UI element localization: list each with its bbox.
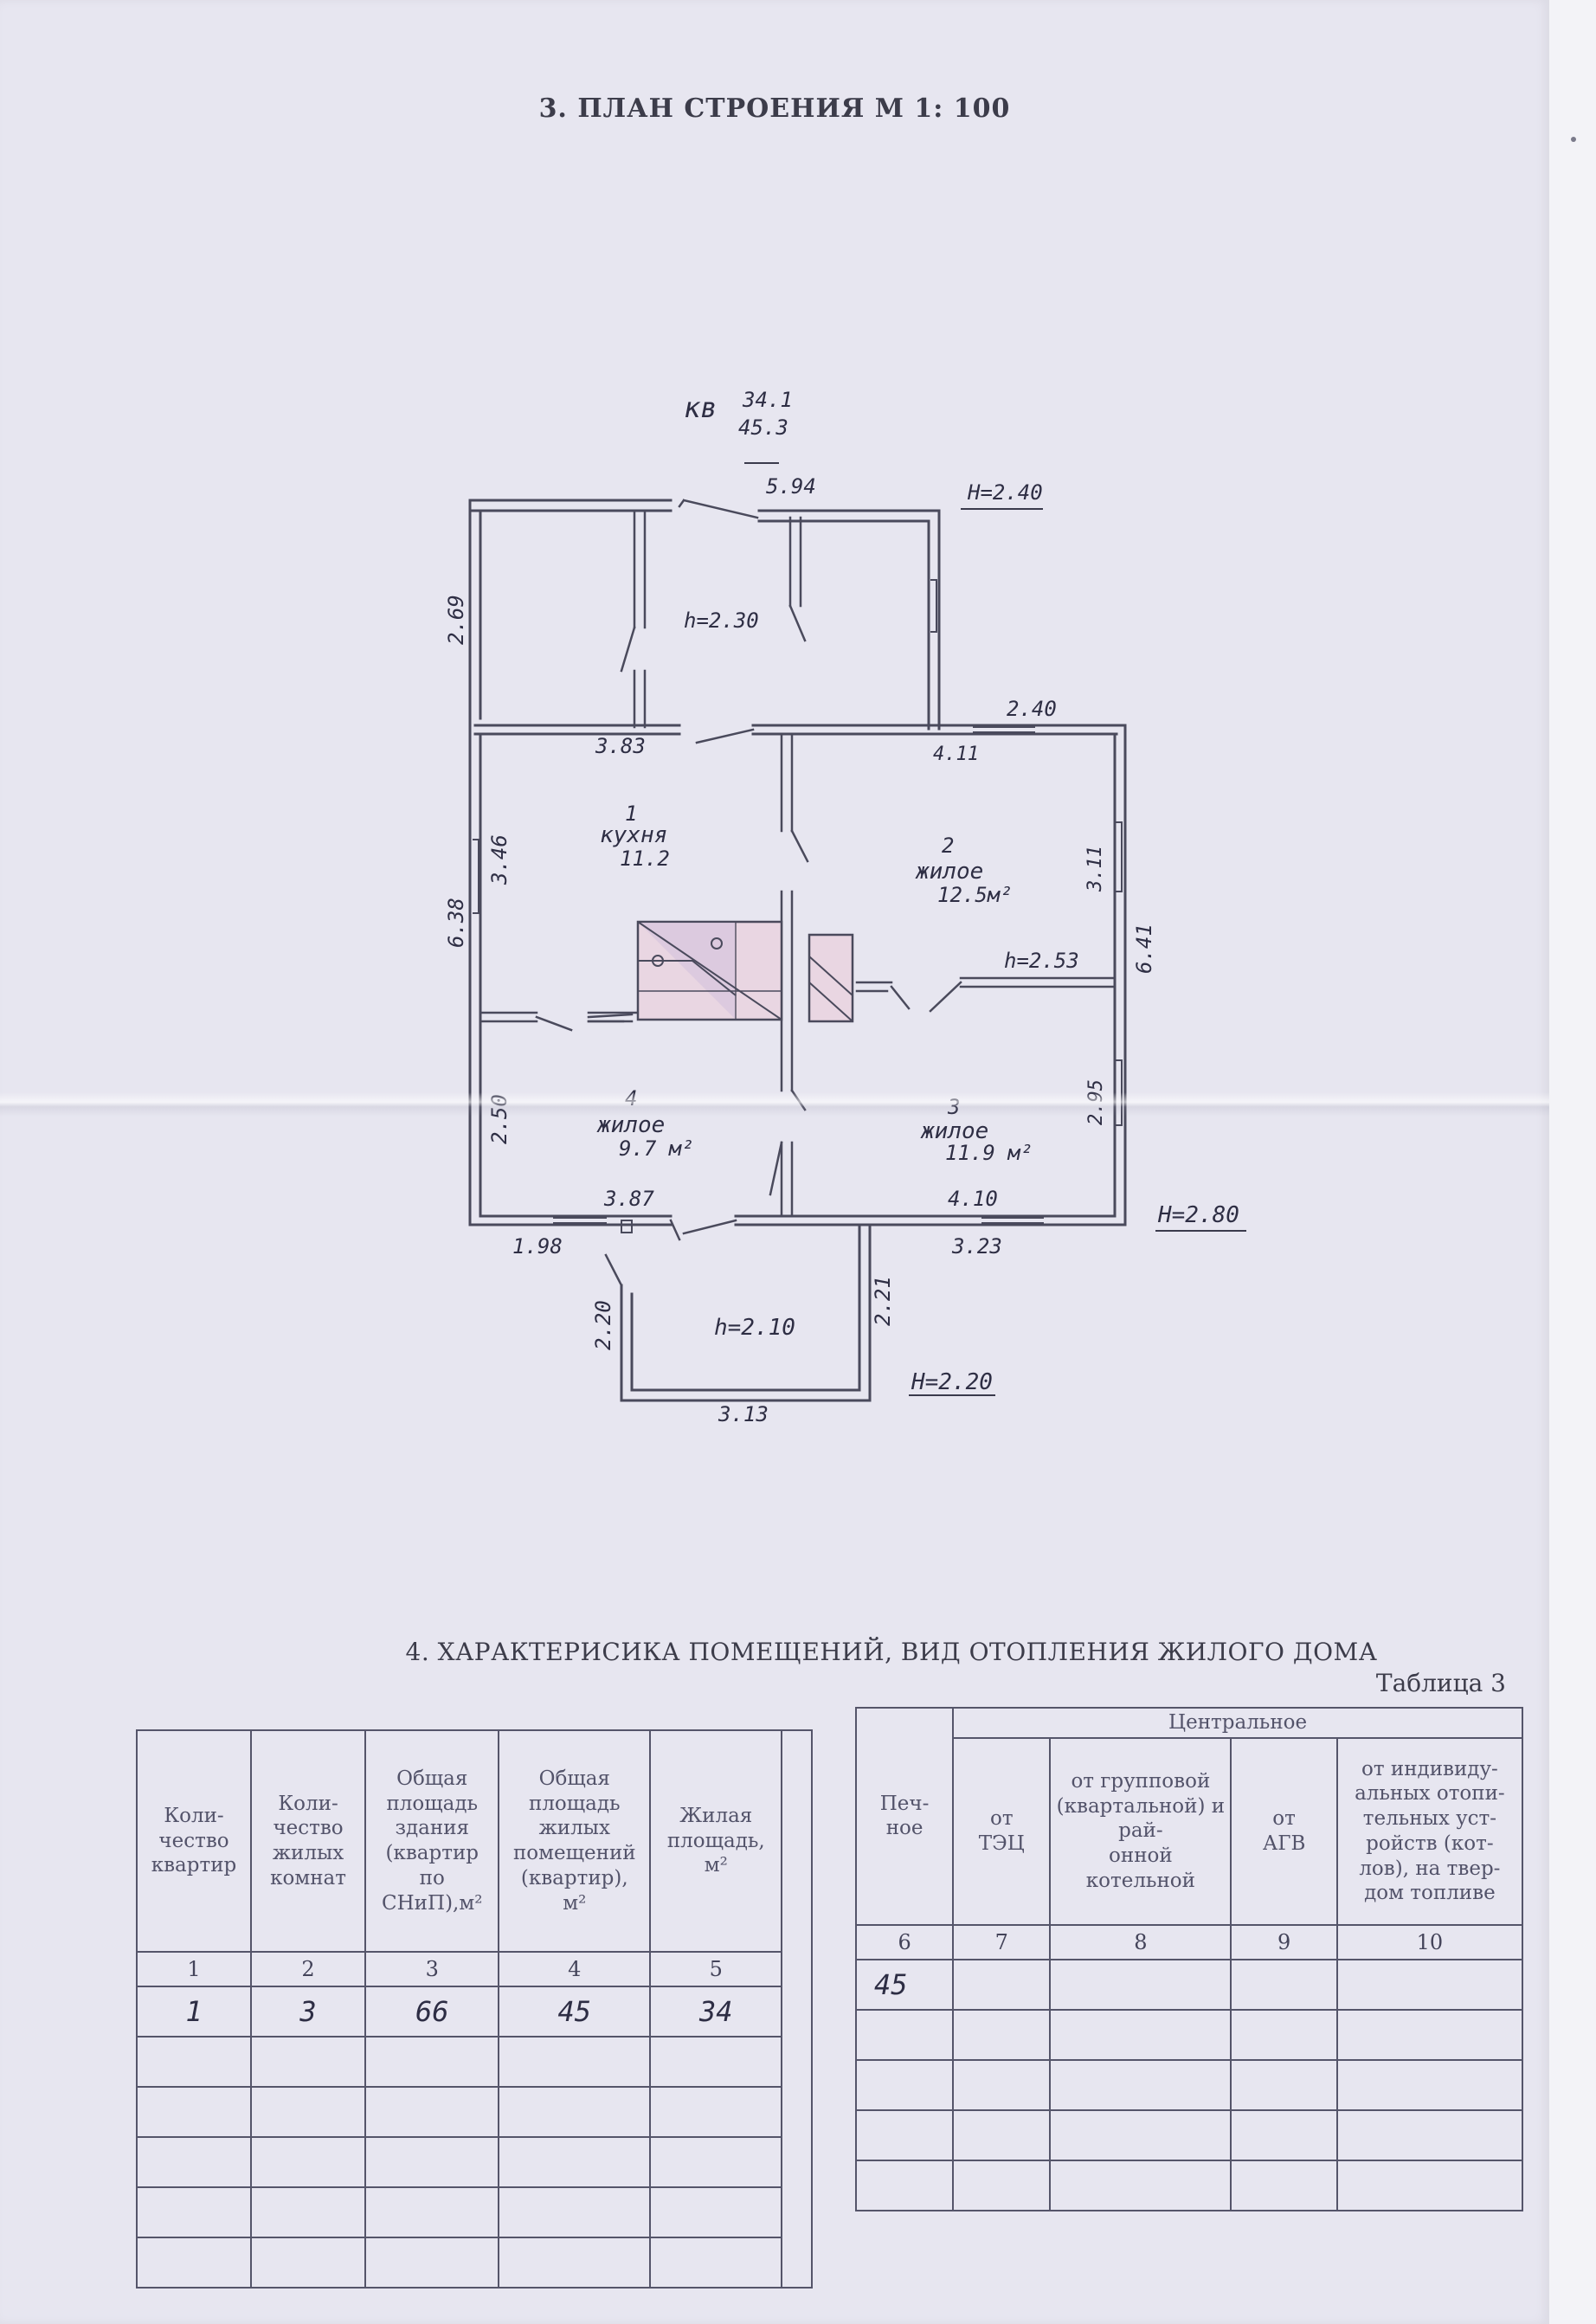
paper-fold xyxy=(0,1092,1549,1117)
dim-right-top: 2.40 xyxy=(1007,697,1057,721)
table-row xyxy=(135,2186,812,2238)
table-row xyxy=(135,2036,812,2088)
header-apartments-count: Коли- чество квартир xyxy=(135,1729,253,1953)
room1-area: 11.2 xyxy=(620,847,670,871)
table-row xyxy=(854,2008,1524,2061)
value-tec xyxy=(952,1958,1052,2011)
characteristics-table-right: Печ- ное Центральное от ТЭЦ от групповой… xyxy=(854,1707,1524,2211)
apartment-fraction-bottom: 45.3 xyxy=(738,415,788,440)
col-number: 10 xyxy=(1335,1923,1524,1960)
table-row: 1 3 66 45 34 xyxy=(135,1986,812,2038)
table-header-row: Коли- чество квартир Коли- чество жилых … xyxy=(135,1729,813,2289)
value-individual-heating xyxy=(1335,1958,1524,2011)
room3-name: жилое xyxy=(920,1118,988,1144)
value-stove: 45 xyxy=(854,1958,955,2011)
page-edge xyxy=(1549,0,1596,2324)
plan-title: 3. ПЛАН СТРОЕНИЯ М 1: 100 xyxy=(538,93,1011,124)
value-agv xyxy=(1230,1958,1338,2011)
height-room2: h=2.53 xyxy=(1004,949,1079,973)
col-number: 2 xyxy=(250,1951,367,1987)
dim-room1-left: 3.46 xyxy=(487,834,512,885)
dim-room2-top: 4.11 xyxy=(933,744,979,765)
paper-speck xyxy=(1571,137,1576,142)
table-spacer xyxy=(781,1729,813,2289)
table-row xyxy=(854,2159,1524,2211)
table-row xyxy=(135,2086,812,2138)
col-number: 1 xyxy=(135,1951,253,1987)
dim-bottom-left: 1.98 xyxy=(512,1234,563,1259)
value-living-area: 34 xyxy=(649,1986,783,2038)
header-central: Центральное xyxy=(952,1707,1523,1739)
floor-plan: кв 34.1 45.3 5.94 Н=2.40 h=2.30 2.69 3.8… xyxy=(444,388,1246,1426)
dim-room3-bottom: 4.10 xyxy=(948,1187,998,1211)
header-rooms-count: Коли- чество жилых комнат xyxy=(250,1729,367,1953)
height-top-right: Н=2.40 xyxy=(967,480,1043,505)
room4-area: 9.7 м² xyxy=(619,1136,694,1161)
value-rooms: 3 xyxy=(250,1986,367,2038)
dim-room4-bottom: 3.87 xyxy=(603,1187,654,1211)
door-swings xyxy=(535,499,962,1287)
table-row xyxy=(854,2108,1524,2161)
header-stove: Печ- ное xyxy=(854,1707,955,1926)
room2-area: 12.5м² xyxy=(937,883,1013,907)
room1-name: кухня xyxy=(600,822,667,848)
dim-annex-left: 2.20 xyxy=(591,1300,615,1350)
col-number: 8 xyxy=(1049,1923,1232,1960)
room3-area: 11.9 м² xyxy=(945,1141,1033,1165)
col-number: 9 xyxy=(1230,1923,1338,1960)
outer-walls xyxy=(468,499,1127,1402)
table-number: Таблица 3 xyxy=(1375,1669,1506,1697)
value-group-boiler xyxy=(1049,1958,1232,2011)
dim-left-top: 2.69 xyxy=(444,595,468,645)
room2-number: 2 xyxy=(942,834,954,858)
dim-bottom-right: 3.23 xyxy=(951,1234,1002,1259)
table-number-row: 1 2 3 4 5 xyxy=(135,1951,812,1987)
apartment-label: кв xyxy=(684,391,718,424)
table-header-row: Печ- ное Центральное xyxy=(854,1707,1523,1926)
room4-name: жилое xyxy=(596,1112,665,1138)
windows xyxy=(473,579,1123,1233)
height-annex: h=2.10 xyxy=(714,1315,795,1341)
table-row xyxy=(854,2058,1524,2111)
header-tec: от ТЭЦ xyxy=(952,1736,1052,1926)
apartment-fraction-top: 34.1 xyxy=(742,388,793,412)
header-agv: от АГВ xyxy=(1230,1736,1338,1926)
table-row xyxy=(135,2237,812,2289)
dim-annex-right: 2.21 xyxy=(871,1276,895,1326)
table-title: 4. ХАРАКТЕРИСИКА ПОМЕЩЕНИЙ, ВИД ОТОПЛЕНИ… xyxy=(405,1638,1378,1666)
col-number: 7 xyxy=(952,1923,1052,1960)
dim-top-width: 5.94 xyxy=(766,474,816,499)
plan-annotations: кв 34.1 45.3 5.94 Н=2.40 h=2.30 2.69 3.8… xyxy=(444,388,1239,1426)
col-number: 3 xyxy=(364,1951,500,1987)
height-right: Н=2.80 xyxy=(1157,1202,1239,1228)
header-living-premises-area: Общая площадь жилых помещений (квартир),… xyxy=(498,1729,652,1953)
characteristics-table-left: Коли- чество квартир Коли- чество жилых … xyxy=(135,1729,813,2289)
height-bottom: Н=2.20 xyxy=(911,1369,993,1395)
col-number: 4 xyxy=(498,1951,652,1987)
height-porch: h=2.30 xyxy=(684,608,759,633)
table-row: 45 xyxy=(854,1958,1524,2011)
dim-right-main: 6.41 xyxy=(1132,924,1156,974)
col-number: 6 xyxy=(854,1923,955,1960)
dim-room2-right: 3.11 xyxy=(1084,846,1106,892)
dim-left-main: 6.38 xyxy=(444,898,468,948)
room2-name: жилое xyxy=(915,859,983,885)
dim-annex-bottom: 3.13 xyxy=(718,1402,769,1426)
table-header-row: от ТЭЦ от групповой (квартальной) и рай-… xyxy=(856,1736,1524,1926)
header-group-boiler: от групповой (квартальной) и рай- онной … xyxy=(1049,1736,1232,1926)
header-total-area: Общая площадь здания (квартир по СНиП),м… xyxy=(364,1729,500,1953)
value-apartments: 1 xyxy=(135,1986,253,2038)
room1-number: 1 xyxy=(625,801,637,826)
header-individual-heating: от индивиду- альных отопи- тельных уст- … xyxy=(1335,1736,1524,1926)
table-row xyxy=(135,2136,812,2188)
value-total-area: 66 xyxy=(364,1986,500,2038)
col-number: 5 xyxy=(649,1951,783,1987)
dimension-lines xyxy=(744,462,1246,1396)
header-living-area: Жилая площадь, м² xyxy=(649,1729,783,1953)
dim-porch-bottom: 3.83 xyxy=(595,734,646,758)
stove xyxy=(636,920,854,1023)
table-number-row: 6 7 8 9 10 xyxy=(854,1923,1524,1960)
value-living-premises-area: 45 xyxy=(498,1986,652,2038)
